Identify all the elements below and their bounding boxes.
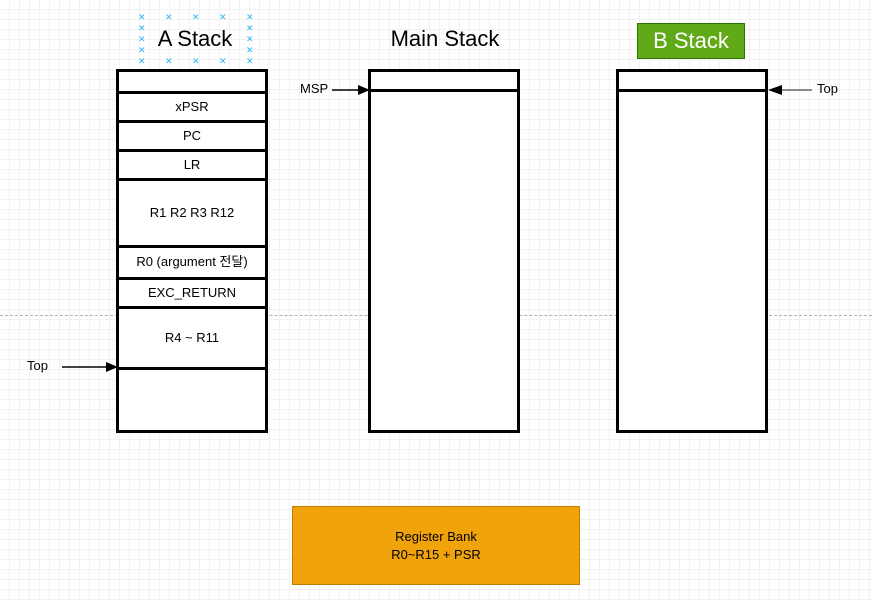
b-stack-top-arrow-icon (768, 85, 812, 95)
a-stack-top-label: Top (27, 358, 48, 373)
a-stack-cell-r1-r12: R1 R2 R3 R12 (119, 181, 265, 248)
main-stack-cell-body (371, 92, 517, 430)
register-bank-box[interactable]: Register Bank R0~R15 + PSR (292, 506, 580, 585)
b-stack-title: B Stack (637, 23, 745, 59)
main-stack-title: Main Stack (390, 26, 500, 51)
msp-label: MSP (300, 81, 329, 96)
b-stack-top-label: Top (817, 81, 838, 96)
a-stack-top-arrow-icon (62, 362, 118, 372)
a-stack-cell-r4-r11: R4 ~ R11 (119, 309, 265, 370)
a-stack-cell-exc-return: EXC_RETURN (119, 280, 265, 309)
a-stack-box[interactable]: xPSR PC LR R1 R2 R3 R12 R0 (argument 전달)… (116, 69, 268, 433)
msp-arrow-icon (332, 85, 370, 95)
b-stack-cell-0 (619, 72, 765, 92)
a-stack-cell-r0: R0 (argument 전달) (119, 248, 265, 280)
main-stack-cell-0 (371, 72, 517, 92)
register-bank-line-1: Register Bank (395, 528, 477, 544)
a-stack-title: A Stack (157, 26, 233, 51)
a-stack-cell-free (119, 370, 265, 430)
b-stack-box[interactable] (616, 69, 768, 433)
register-bank-line-2: R0~R15 + PSR (391, 546, 481, 562)
a-stack-cell-lr: LR (119, 152, 265, 181)
a-stack-cell-pc: PC (119, 123, 265, 152)
a-stack-cell-xpsr: xPSR (119, 94, 265, 123)
main-stack-box[interactable] (368, 69, 520, 433)
a-stack-cell-0 (119, 72, 265, 94)
b-stack-cell-body (619, 92, 765, 430)
